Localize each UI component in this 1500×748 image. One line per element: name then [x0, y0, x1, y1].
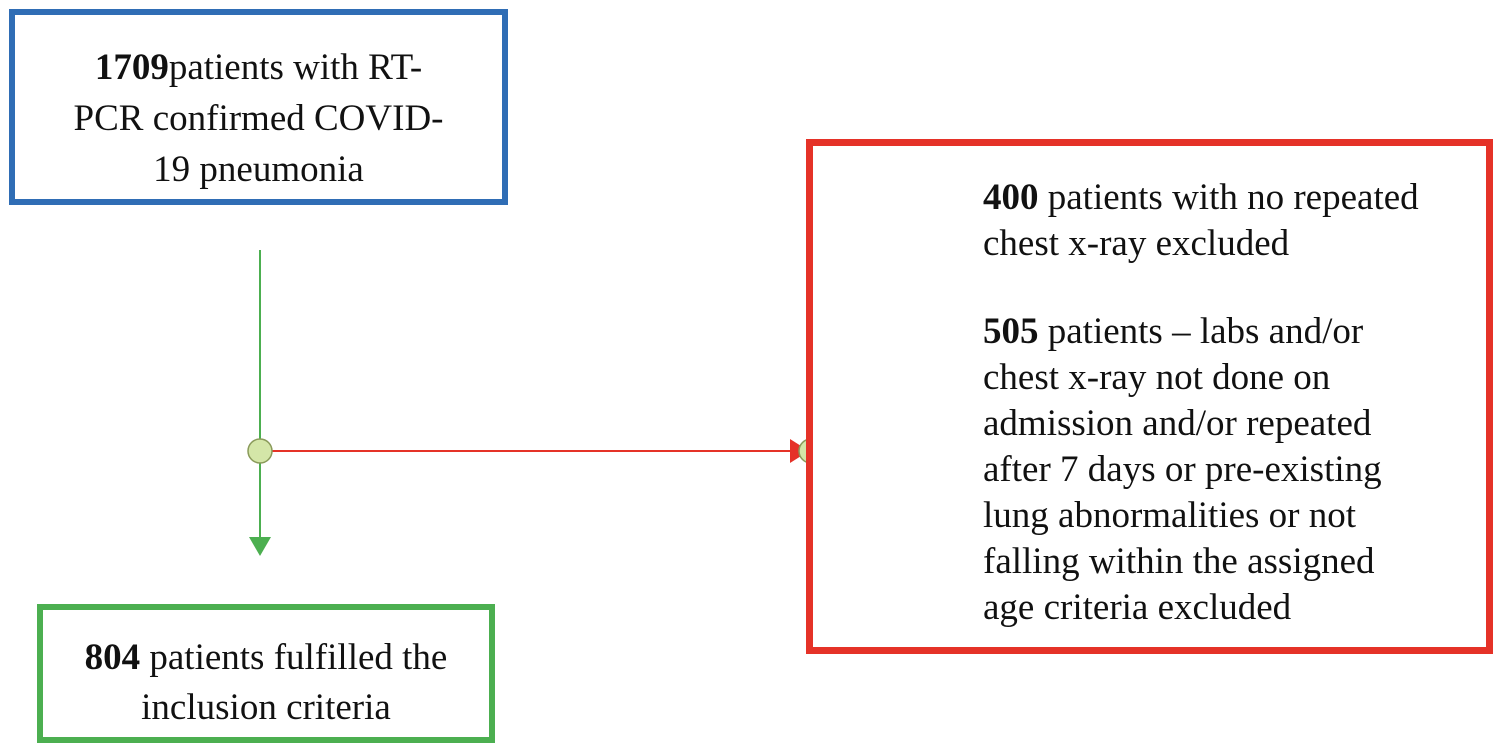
exclusion-item-other-criteria: 505 patients – labs and/or chest x-ray n… [983, 309, 1476, 631]
exclusion-item2-line6: falling within the assigned [983, 541, 1375, 582]
exclusion-item2-line2: chest x-ray not done on [983, 357, 1331, 398]
inclusion-box: 804 patients fulfilled the inclusion cri… [37, 604, 495, 743]
exclusion-box: 400 patients with no repeated chest x-ra… [806, 139, 1493, 654]
source-line-3: 19 pneumonia [153, 149, 364, 190]
exclusion-item2-line4: after 7 days or pre-existing [983, 449, 1382, 490]
exclusion-item1-line2: chest x-ray excluded [983, 223, 1290, 264]
source-line-2: PCR confirmed COVID- [73, 98, 444, 139]
inclusion-count: 804 [84, 637, 141, 678]
down-arrowhead [249, 537, 271, 556]
junction-node-left [247, 438, 273, 464]
exclusion-item2-line3: admission and/or repeated [983, 403, 1372, 444]
exclusion-item-no-repeat-xray: 400 patients with no repeated chest x-ra… [983, 175, 1476, 267]
source-population-box: 1709patients with RT- PCR confirmed COVI… [9, 9, 508, 205]
inclusion-line-2: inclusion criteria [141, 687, 391, 728]
exclusion-item1-line1: patients with no repeated [1038, 177, 1419, 218]
inclusion-line-1: patients fulfilled the [140, 637, 448, 678]
exclusion-item2-line1: patients – labs and/or [1038, 311, 1364, 352]
exclusion-item2-line7: age criteria excluded [983, 587, 1292, 628]
source-count: 1709 [94, 47, 169, 88]
source-line-1: patients with RT- [168, 47, 423, 88]
exclusion-count-400: 400 [983, 177, 1039, 218]
exclusion-item2-line5: lung abnormalities or not [983, 495, 1357, 536]
exclusion-count-505: 505 [983, 311, 1039, 352]
